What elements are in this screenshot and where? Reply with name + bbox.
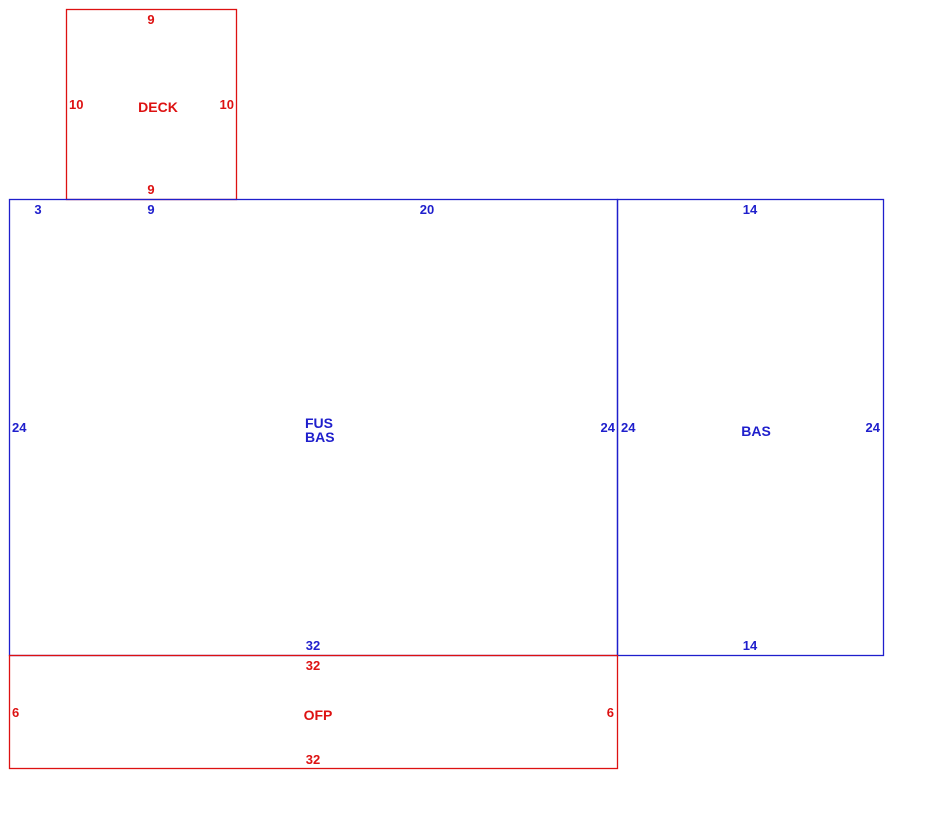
porch-right-dimension: 6 (607, 705, 614, 720)
side-left-dimension: 24 (621, 420, 636, 435)
porch-label: OFP (304, 707, 333, 723)
main-label-line2: BAS (305, 429, 335, 445)
main-right-dimension: 24 (601, 420, 616, 435)
porch-bottom-dimension: 32 (306, 752, 320, 767)
side-area-outline (616, 198, 885, 657)
main-label-line1: FUS (305, 415, 333, 431)
deck-bottom-dimension: 9 (147, 182, 154, 197)
side-living-area: 14 24 BAS 24 14 (616, 198, 885, 657)
deck-label: DECK (138, 99, 178, 115)
porch-outline (8, 654, 619, 770)
deck-right-dimension: 10 (220, 97, 234, 112)
deck-area: 9 10 DECK 10 9 (65, 8, 238, 201)
side-bottom-dimension: 14 (743, 638, 758, 653)
main-bottom-dimension: 32 (306, 638, 320, 653)
side-right-dimension: 24 (866, 420, 881, 435)
main-top-dimension-a: 3 (34, 202, 41, 217)
main-left-dimension: 24 (12, 420, 27, 435)
deck-left-dimension: 10 (69, 97, 83, 112)
main-top-dimension-b: 9 (147, 202, 154, 217)
porch-left-dimension: 6 (12, 705, 19, 720)
open-porch-area: 32 6 OFP 6 32 (8, 654, 619, 770)
side-label: BAS (741, 423, 771, 439)
main-living-area: 3 9 20 24 FUS BAS 24 32 (8, 198, 619, 657)
deck-top-dimension: 9 (147, 12, 154, 27)
side-top-dimension: 14 (743, 202, 758, 217)
main-top-dimension-c: 20 (420, 202, 434, 217)
porch-top-dimension: 32 (306, 658, 320, 673)
